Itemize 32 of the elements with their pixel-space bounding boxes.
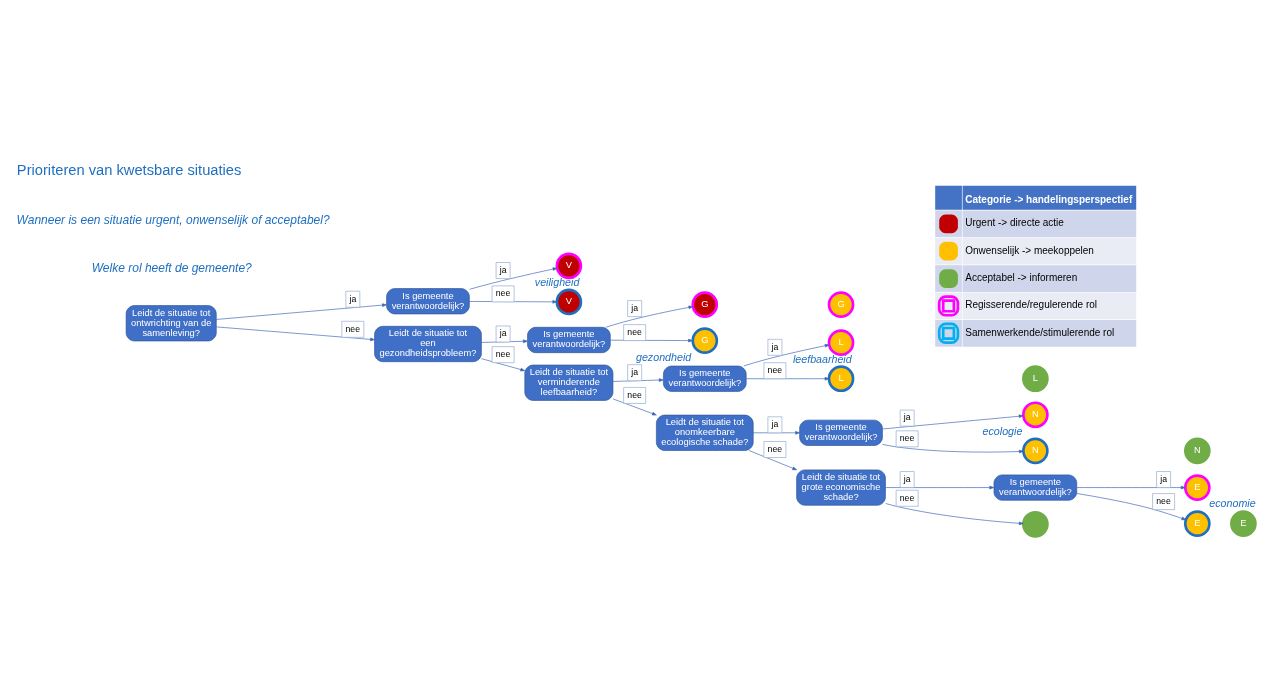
- node-label: ecologie: [982, 424, 1023, 437]
- legend-label: Onwenselijk -> meekoppelen: [965, 244, 1094, 256]
- label: Wanneer is een situatie urgent, onwenselijk of acceptabel?: [16, 213, 330, 228]
- edge-label: ja: [499, 328, 507, 339]
- edge-label: nee: [495, 348, 511, 359]
- legend-label: Samenwerkende/stimulerende rol: [965, 326, 1115, 338]
- edge-label: ja: [349, 293, 357, 304]
- edge-label: nee: [627, 326, 642, 337]
- edge-label: nee: [767, 443, 783, 454]
- edge-label: nee: [767, 364, 783, 375]
- diagram-title: Prioriteren van kwetsbare situaties: [16, 162, 242, 179]
- edge-label: nee: [345, 323, 360, 334]
- edge-label: ja: [499, 264, 507, 275]
- node-label: economie: [1209, 497, 1256, 510]
- edge-label: ja: [631, 302, 639, 313]
- edge-label: ja: [631, 366, 639, 377]
- legend-label: Urgent -> directe actie: [965, 217, 1064, 229]
- legend-label: Regisserende/regulerende rol: [965, 299, 1097, 311]
- edge-label: ja: [903, 473, 911, 484]
- edge-label: nee: [495, 288, 511, 299]
- edge-label: ja: [1160, 473, 1167, 484]
- label: Welke rol heeft de gemeente?: [91, 261, 252, 276]
- label: Categorie -> handelingsperspectief: [965, 194, 1133, 206]
- edge-label: nee: [1156, 495, 1171, 506]
- edge-label: nee: [899, 433, 915, 444]
- node-label: gezondheid: [636, 350, 692, 363]
- edge-label: ja: [771, 341, 779, 352]
- edge-label: ja: [903, 412, 911, 423]
- edge-label: nee: [899, 492, 915, 503]
- edge-label: nee: [627, 389, 642, 400]
- edge-label: ja: [771, 419, 779, 430]
- legend-label: Acceptabel -> informeren: [965, 271, 1078, 283]
